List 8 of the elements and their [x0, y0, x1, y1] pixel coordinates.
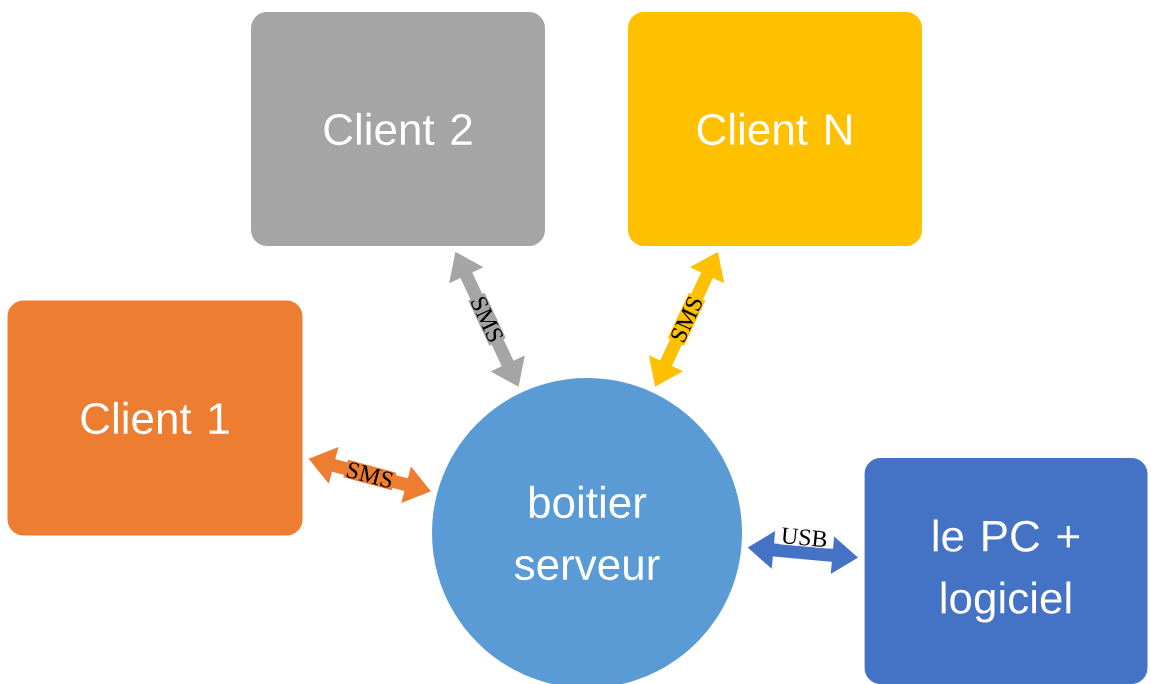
- client-box: Client 2: [251, 12, 545, 246]
- edge-label: SMS: [671, 296, 702, 343]
- edge-label: SMS: [346, 462, 393, 488]
- computer-box: le PC + logiciel: [864, 458, 1148, 684]
- client-box: Client N: [628, 12, 922, 246]
- edge-label: USB: [782, 527, 827, 547]
- client-box: Client 1: [7, 300, 303, 536]
- edge-label: SMS: [470, 296, 503, 342]
